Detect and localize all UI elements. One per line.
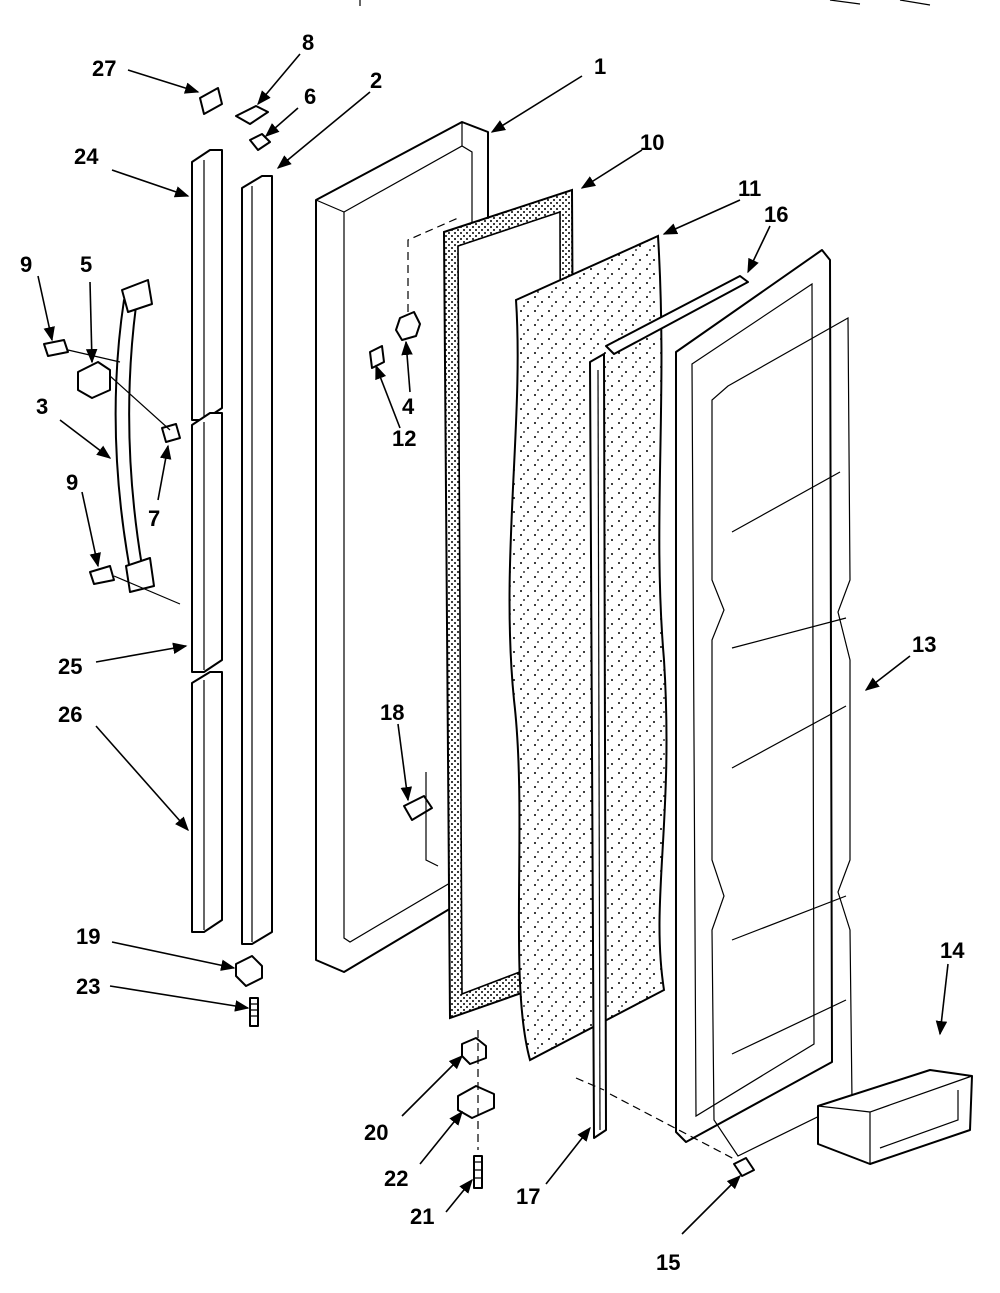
- callout-16: 16: [764, 202, 788, 227]
- door-channel: [241, 175, 273, 945]
- callout-9-upper: 9: [20, 252, 32, 277]
- callout-8: 8: [302, 30, 314, 55]
- callout-5: 5: [80, 252, 92, 277]
- screw-part-6: [249, 133, 271, 151]
- top-strip-part-16: [605, 275, 749, 355]
- hinge-part-22: [457, 1085, 495, 1119]
- clip-part-12: [369, 345, 385, 369]
- callout-6: 6: [304, 84, 316, 109]
- screw-part-7: [161, 423, 181, 443]
- plug-part-4: [395, 217, 459, 341]
- callout-12: 12: [392, 426, 416, 451]
- inner-liner-part-13: [675, 249, 853, 1157]
- cap-part-27: [199, 87, 223, 115]
- callout-17: 17: [516, 1184, 540, 1209]
- screw-part-21: [473, 1155, 483, 1189]
- trim-strip-lower: [191, 671, 223, 933]
- clip-part-18: [403, 772, 439, 867]
- callout-14: 14: [940, 938, 965, 963]
- callout-3: 3: [36, 394, 48, 419]
- end-cap-part-5: [77, 361, 111, 399]
- screw-part-9-upper: [43, 339, 69, 357]
- callout-23: 23: [76, 974, 100, 999]
- door-bin-part-14: [817, 1069, 973, 1165]
- callout-4: 4: [402, 394, 415, 419]
- callout-9-lower: 9: [66, 470, 78, 495]
- screw-part-9-lower: [89, 565, 115, 585]
- callout-15: 15: [656, 1250, 680, 1275]
- callout-2: 2: [370, 68, 382, 93]
- bushing-part-20: [461, 1037, 487, 1065]
- callout-1: 1: [594, 54, 606, 79]
- callout-18: 18: [380, 700, 404, 725]
- callout-13: 13: [912, 632, 936, 657]
- screw-part-23: [249, 997, 259, 1027]
- callout-24: 24: [74, 144, 99, 169]
- handle-part-3: [114, 279, 155, 593]
- bracket-part-19: [235, 955, 263, 987]
- top-edge-artifacts: [359, 0, 931, 6]
- callout-labels: 1 2 3 4 5 6 7 8 9 9 10 11 12 13 14 15 16…: [20, 30, 965, 1275]
- cap-part-8: [235, 105, 269, 125]
- callout-21: 21: [410, 1204, 434, 1229]
- trim-strip-middle: [191, 412, 223, 673]
- leader-lines: [37, 53, 949, 1235]
- foam-insulation-part-11: [508, 234, 668, 1062]
- callout-20: 20: [364, 1120, 388, 1145]
- screw-part-15: [733, 1157, 755, 1177]
- trim-strip-upper: [191, 149, 223, 421]
- callout-7: 7: [148, 506, 160, 531]
- callout-27: 27: [92, 56, 116, 81]
- callout-25: 25: [58, 654, 82, 679]
- callout-22: 22: [384, 1166, 408, 1191]
- callout-10: 10: [640, 130, 664, 155]
- callout-26: 26: [58, 702, 82, 727]
- callout-19: 19: [76, 924, 100, 949]
- callout-11: 11: [738, 176, 761, 201]
- side-strip-part-17: [589, 353, 607, 1139]
